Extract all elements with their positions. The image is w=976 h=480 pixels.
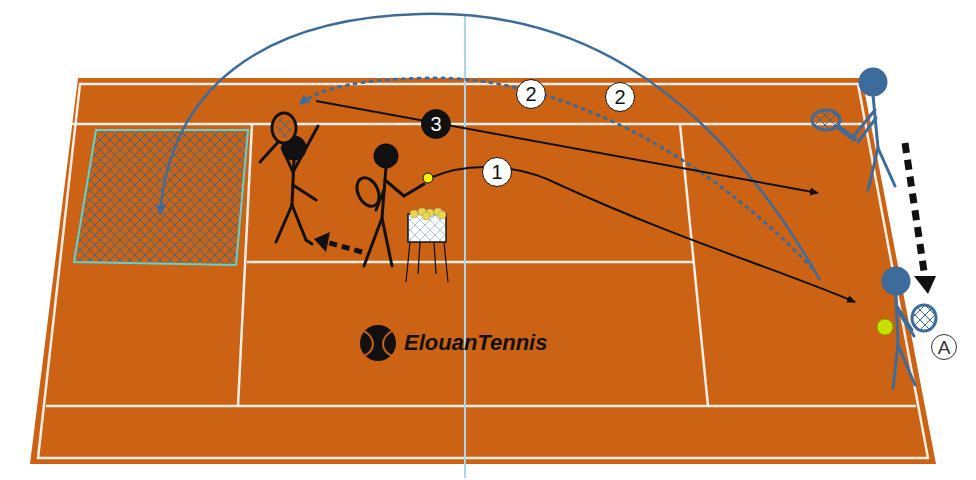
callout-number: 2 (516, 79, 546, 109)
callout-number: 3 (421, 109, 451, 139)
callout-number: 2 (605, 82, 635, 112)
player-letter: A (931, 334, 957, 360)
callout-number: 1 (482, 157, 512, 187)
watermark: ElouanTennis (404, 330, 547, 356)
